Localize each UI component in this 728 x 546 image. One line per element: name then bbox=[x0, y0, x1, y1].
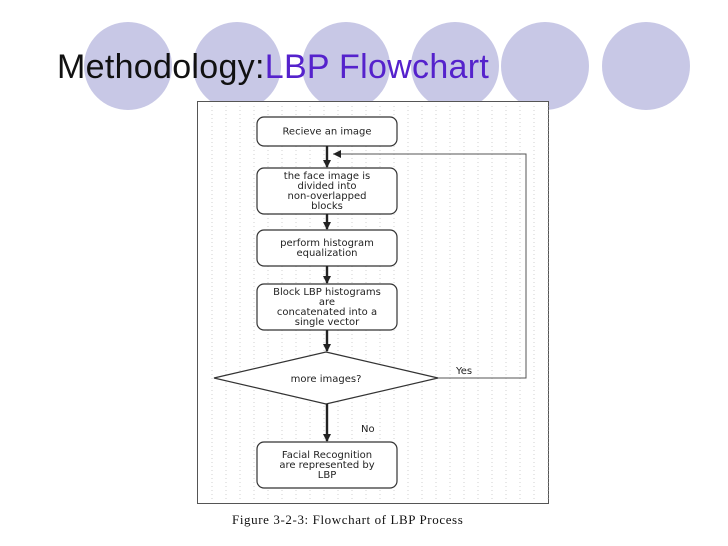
process-box bbox=[256, 441, 398, 489]
node-text-divide: divided into bbox=[297, 181, 356, 192]
edge-label-yes: Yes bbox=[455, 366, 472, 377]
slide-title: Methodology:LBP Flowchart bbox=[57, 48, 489, 87]
edge-arrowhead bbox=[333, 150, 341, 158]
title-prefix: Methodology: bbox=[57, 48, 265, 86]
node-text-recognize: are represented by bbox=[279, 460, 374, 471]
node-decision: more images? bbox=[213, 351, 439, 405]
node-text-divide: non-overlapped bbox=[288, 191, 367, 202]
node-text-recognize: LBP bbox=[318, 470, 336, 481]
node-text-divide: blocks bbox=[311, 201, 343, 212]
flowchart-diagram: Recieve an image the face image isdivided… bbox=[211, 106, 549, 501]
node-text-concat: are bbox=[319, 297, 335, 308]
circle-4 bbox=[411, 22, 499, 110]
node-text-decision: more images? bbox=[291, 374, 362, 385]
node-text-equalize: perform histogram bbox=[280, 238, 374, 249]
node-text-receive: Recieve an image bbox=[282, 127, 371, 138]
edge-label-no: No bbox=[361, 424, 375, 435]
node-text-concat: Block LBP histograms bbox=[273, 287, 381, 298]
node-text-equalize: equalization bbox=[296, 248, 357, 259]
edge-decision-recognize: No bbox=[323, 404, 375, 442]
edge-line bbox=[333, 153, 527, 379]
title-highlight: LBP Flowchart bbox=[264, 48, 490, 86]
edge-decision-divide: Yes bbox=[333, 150, 527, 379]
node-text-recognize: Facial Recognition bbox=[282, 450, 372, 461]
decorative-circles bbox=[0, 0, 728, 120]
node-receive: Recieve an image bbox=[256, 116, 398, 147]
circle-6 bbox=[602, 22, 690, 110]
circle-5 bbox=[501, 22, 589, 110]
node-text-concat: single vector bbox=[295, 317, 360, 328]
figure-caption: Figure 3-2-3: Flowchart of LBP Process bbox=[232, 512, 464, 527]
circle-1 bbox=[84, 22, 172, 110]
node-text-concat: concatenated into a bbox=[277, 307, 377, 318]
node-text-divide: the face image is bbox=[284, 171, 370, 182]
circle-2 bbox=[193, 22, 281, 110]
circle-3 bbox=[302, 22, 390, 110]
